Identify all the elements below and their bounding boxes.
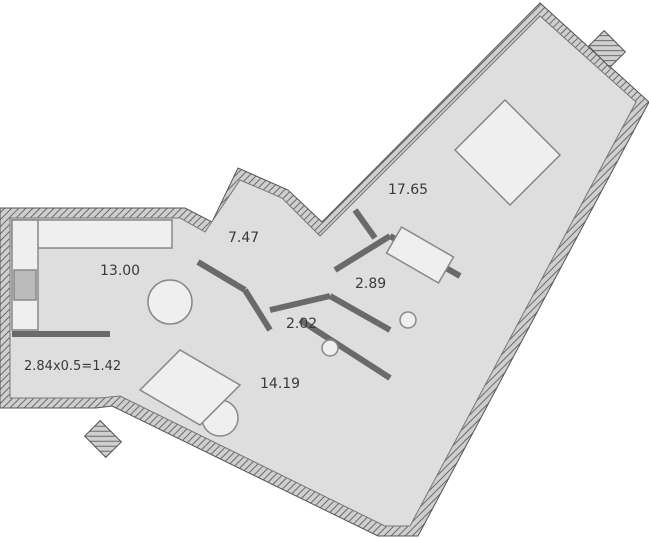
room-area-kitchen: 13.00 bbox=[100, 263, 140, 279]
room-area-toilet: 2.02 bbox=[286, 316, 317, 332]
room-area-hall: 7.47 bbox=[228, 230, 259, 246]
room-area-balcony: 2.84x0.5=1.42 bbox=[24, 359, 121, 374]
furniture bbox=[11, 98, 562, 437]
interior-walls bbox=[12, 208, 462, 381]
room-area-bedroom: 17.65 bbox=[388, 182, 428, 198]
room-area-bathroom: 2.89 bbox=[355, 276, 386, 292]
window bbox=[587, 29, 627, 69]
window bbox=[83, 419, 123, 459]
room-area-living: 14.19 bbox=[260, 376, 300, 392]
